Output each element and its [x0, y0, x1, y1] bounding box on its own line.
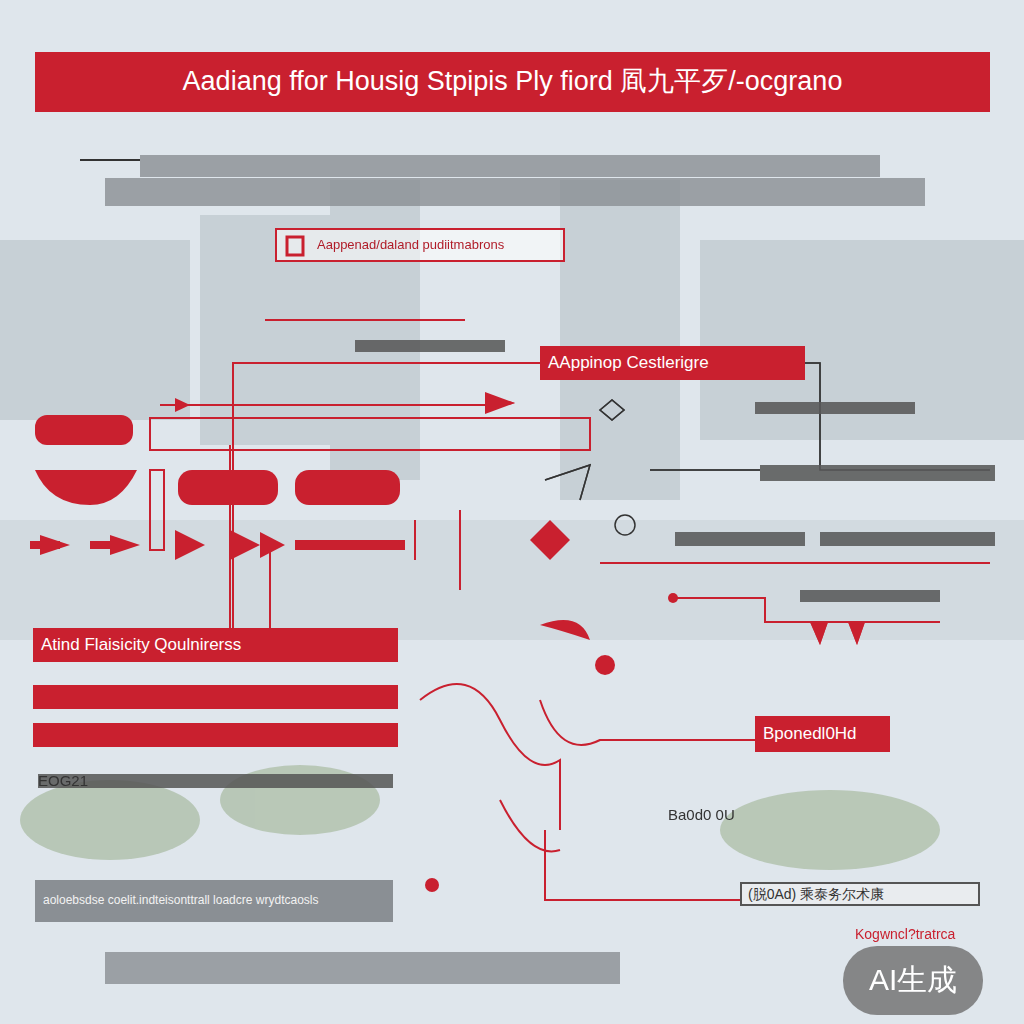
garbled-band [33, 723, 398, 747]
trees [20, 765, 940, 870]
box-icon [283, 231, 313, 261]
leader-line [80, 159, 140, 161]
note-label: EOG21 [38, 772, 88, 789]
garbled-glyph-rows [38, 340, 995, 788]
process-box: aoloebsdse coelit.indteisonttrall loadcr… [35, 880, 393, 922]
watermark: AI生成 [843, 946, 983, 1015]
note-label: Ba0d0 0U [668, 806, 735, 823]
note-label: Kogwncl?tratrca [855, 926, 955, 942]
box-label: aoloebsdse coelit.indteisonttrall loadcr… [43, 894, 318, 908]
process-box: Atind Flaisicity Qoulnirerss [33, 628, 398, 662]
garbled-band [105, 952, 620, 984]
flow-shapes [30, 392, 865, 892]
box-label: (脱0Ad) 乘泰务尔术康 [748, 886, 884, 902]
process-box: (脱0Ad) 乘泰务尔术康 [740, 882, 980, 906]
garbled-band [33, 685, 398, 709]
title-band: Aadiang ffor Housig Stpipis Ply fiord 凮九… [35, 52, 990, 112]
process-box: Bponedl0Hd [755, 716, 890, 752]
process-box: AAppinop Cestlerigre [540, 346, 805, 380]
connector [233, 363, 540, 628]
box-label: Aappenad/daland pudiitmabrons [317, 238, 504, 253]
wires [150, 320, 990, 900]
title-text: Aadiang ffor Housig Stpipis Ply fiord 凮九… [183, 66, 843, 97]
box-label: Atind Flaisicity Qoulnirerss [41, 635, 241, 655]
garbled-band [140, 155, 880, 177]
city-backdrop [0, 180, 1024, 640]
garbled-band [105, 178, 925, 206]
box-label: AAppinop Cestlerigre [548, 353, 709, 373]
box-label: Bponedl0Hd [763, 724, 857, 744]
process-box: Aappenad/daland pudiitmabrons [275, 228, 565, 262]
leader-lines [545, 363, 990, 535]
